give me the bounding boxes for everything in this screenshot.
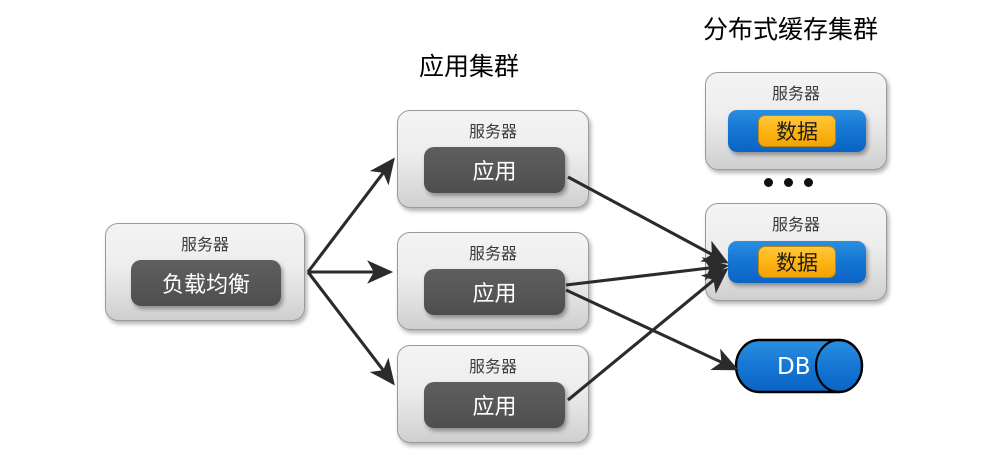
cache-server-2-data-chip[interactable]: 数据: [758, 246, 836, 278]
cache-cluster-ellipsis: [764, 178, 813, 187]
app-server-2-caption: 服务器: [468, 244, 517, 263]
arrow-lb-to-app1: [306, 157, 395, 273]
arrow-app2-to-db: [565, 288, 739, 371]
cache-server-2[interactable]: 服务器 数据: [705, 203, 887, 301]
database-cylinder[interactable]: DB: [733, 337, 869, 397]
cache-cluster-title: 分布式缓存集群: [703, 15, 879, 44]
app-server-1-caption: 服务器: [468, 122, 517, 141]
app-server-3[interactable]: 服务器 应用: [397, 345, 589, 443]
database-cylinder-shape: [734, 338, 864, 394]
app-cluster-title: 应用集群: [419, 52, 520, 81]
app-server-3-module[interactable]: 应用: [424, 382, 565, 428]
load-balancer-server[interactable]: 服务器 负载均衡: [105, 223, 305, 321]
ellipsis-dot-3: [804, 178, 813, 187]
app-server-3-caption: 服务器: [468, 357, 517, 376]
cache-server-2-caption: 服务器: [771, 215, 820, 234]
cache-server-1-caption: 服务器: [771, 84, 820, 103]
cache-server-1[interactable]: 服务器 数据: [705, 72, 887, 170]
cache-server-2-blue-module[interactable]: 数据: [728, 241, 866, 283]
arrow-app1-to-cache: [567, 175, 729, 264]
ellipsis-dot-1: [764, 178, 773, 187]
database-label: DB: [777, 354, 811, 380]
app-server-1-module[interactable]: 应用: [424, 147, 565, 193]
arrow-app3-to-cache: [567, 268, 729, 402]
cache-server-1-blue-module[interactable]: 数据: [728, 110, 866, 152]
load-balancer-server-caption: 服务器: [180, 235, 229, 254]
app-server-2[interactable]: 服务器 应用: [397, 232, 589, 330]
app-server-2-module[interactable]: 应用: [424, 269, 565, 315]
cache-server-1-data-chip[interactable]: 数据: [758, 115, 836, 147]
arrow-lb-to-app3: [306, 271, 395, 386]
arrow-app2-to-cache: [565, 257, 730, 287]
load-balancer-module[interactable]: 负载均衡: [131, 260, 281, 306]
ellipsis-dot-2: [784, 178, 793, 187]
app-server-1[interactable]: 服务器 应用: [397, 110, 589, 208]
